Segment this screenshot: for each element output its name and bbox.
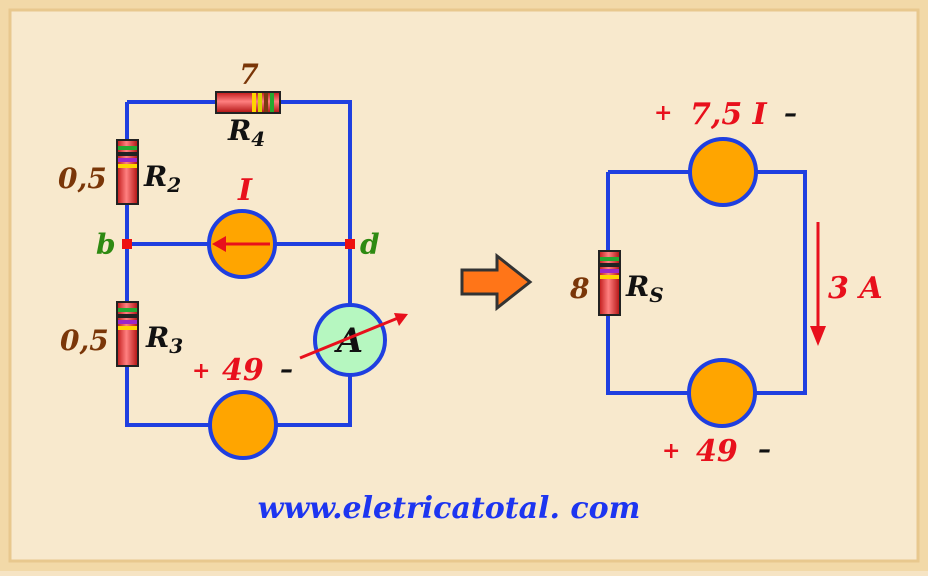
voltage-source-right xyxy=(687,358,757,428)
node-b-label: b xyxy=(96,228,116,261)
resistor-r2 xyxy=(116,139,139,205)
current-source xyxy=(207,209,277,279)
r4-value: 7 xyxy=(239,58,259,91)
ammeter: A xyxy=(299,303,408,377)
r4-label: R4 xyxy=(227,114,265,151)
top-source-minus: – xyxy=(784,99,797,129)
node-b-dot xyxy=(122,239,132,249)
voltage-source-left xyxy=(208,390,278,460)
transform-arrow-icon xyxy=(460,252,533,312)
node-d-dot xyxy=(345,239,355,249)
current-arrow-icon xyxy=(810,326,826,346)
source-minus: – xyxy=(280,355,293,385)
website-url: www.eletricatotal. com xyxy=(258,491,641,526)
source-plus: + xyxy=(192,358,210,384)
bottom-source-plus: + xyxy=(662,438,680,464)
r3-label: R3 xyxy=(145,321,183,358)
resistor-rs xyxy=(598,250,621,316)
source-value: 49 xyxy=(222,353,264,388)
right-circuit: + 7,5 I – 8 RS 3 A + 49 – xyxy=(569,97,883,469)
r2-label: R2 xyxy=(143,160,181,197)
rs-label: RS xyxy=(625,270,664,307)
resistor-r3 xyxy=(116,301,139,367)
top-source-plus: + xyxy=(654,100,672,126)
loop-current-label: 3 A xyxy=(828,271,883,306)
node-d-label: d xyxy=(360,228,380,261)
bottom-source-value: 49 xyxy=(696,434,738,469)
top-source-value: 7,5 I xyxy=(690,97,768,132)
current-label: I xyxy=(237,173,253,208)
r3-value: 0,5 xyxy=(60,324,109,357)
dependent-source xyxy=(688,137,758,207)
r2-value: 0,5 xyxy=(58,162,107,195)
resistor-r4 xyxy=(215,91,281,114)
bottom-source-minus: – xyxy=(758,435,771,465)
left-circuit: 7 R4 0,5 R2 0,5 R3 b d xyxy=(58,58,408,460)
rs-value: 8 xyxy=(569,272,589,305)
